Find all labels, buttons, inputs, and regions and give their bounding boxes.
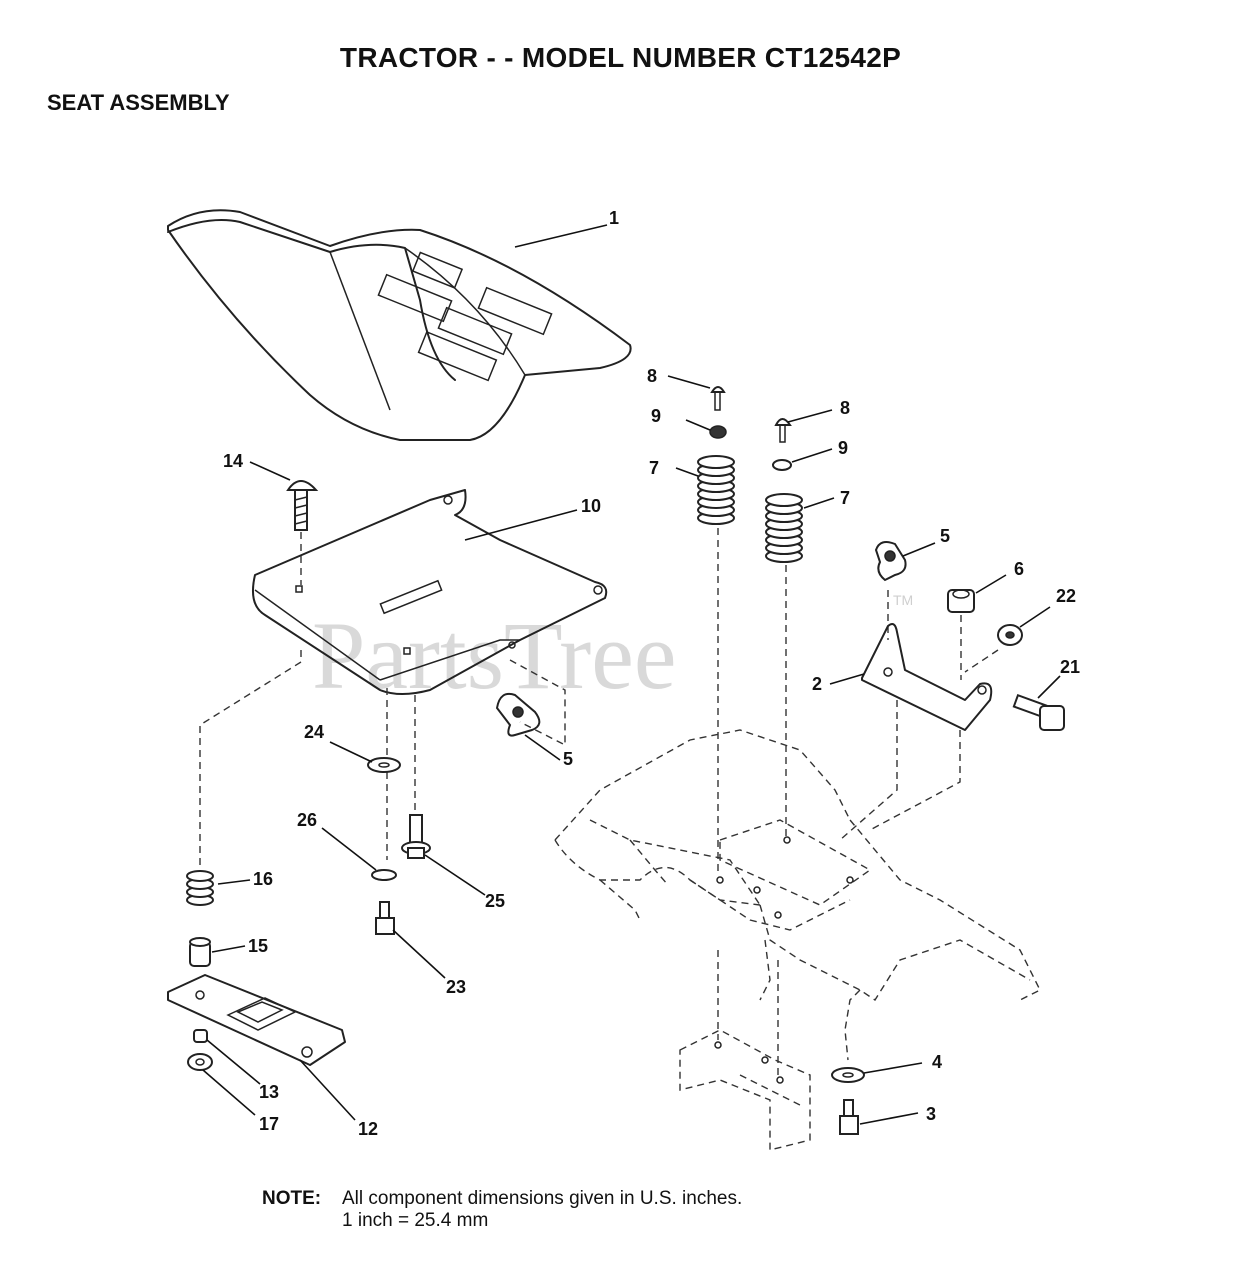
page-title: TRACTOR - - MODEL NUMBER CT12542P [339, 42, 902, 73]
bolt-21 [1012, 675, 1065, 731]
callout-24: 24 [304, 722, 324, 742]
callout-16: 16 [253, 869, 273, 889]
watermark-tm: TM [893, 592, 913, 608]
callout-8-right: 8 [840, 398, 850, 418]
callout-13: 13 [259, 1082, 279, 1102]
callout-8-left: 8 [647, 366, 657, 386]
callout-9-left: 9 [651, 406, 661, 426]
watermark: PartsTree [312, 602, 676, 709]
nut-22 [964, 606, 1051, 673]
section-title: SEAT ASSEMBLY [47, 90, 230, 115]
callout-2: 2 [812, 674, 822, 694]
washer-26 [371, 869, 397, 881]
callout-5-right: 5 [940, 526, 950, 546]
locknut-13 [193, 1029, 261, 1085]
note-line-1: All component dimensions given in U.S. i… [342, 1188, 743, 1209]
tractor-frame [554, 729, 1041, 1151]
callout-10: 10 [581, 496, 601, 516]
clip-left [495, 659, 566, 761]
dimension-note: NOTE: All component dimensions given in U… [262, 1188, 742, 1232]
callout-5-left: 5 [563, 749, 573, 769]
screw-23 [375, 901, 446, 979]
callout-21: 21 [1060, 657, 1080, 677]
washer-4 [831, 1062, 923, 1083]
callout-9-right: 9 [838, 438, 848, 458]
spring-16 [186, 870, 251, 906]
seat [167, 209, 632, 441]
callout-12: 12 [358, 1119, 378, 1139]
spacer-15 [189, 937, 246, 967]
clip-right [874, 541, 936, 640]
callout-22: 22 [1056, 586, 1076, 606]
hex-nut-17 [187, 1053, 256, 1116]
callout-6: 6 [1014, 559, 1024, 579]
callout-14: 14 [223, 451, 243, 471]
callout-7-left: 7 [649, 458, 659, 478]
nut-6 [947, 574, 1007, 680]
seat-pan [252, 489, 608, 695]
callout-3: 3 [926, 1104, 936, 1124]
callout-7-right: 7 [840, 488, 850, 508]
pivot-bracket [829, 623, 993, 841]
spring-stack-left [667, 375, 735, 875]
callout-23: 23 [446, 977, 466, 997]
carriage-bolt [249, 461, 319, 585]
callout-25: 25 [485, 891, 505, 911]
note-label: NOTE: [262, 1188, 322, 1209]
shoulder-bolt [401, 814, 486, 896]
callout-26: 26 [297, 810, 317, 830]
callout-17: 17 [259, 1114, 279, 1134]
bolt-3 [839, 1099, 919, 1135]
callout-4: 4 [932, 1052, 942, 1072]
washer-24 [367, 757, 401, 773]
callout-15: 15 [248, 936, 268, 956]
callout-1: 1 [609, 208, 619, 228]
spring-stack-right [765, 409, 835, 840]
bracket-plate-12 [167, 974, 356, 1121]
note-line-2: 1 inch = 25.4 mm [342, 1210, 489, 1231]
